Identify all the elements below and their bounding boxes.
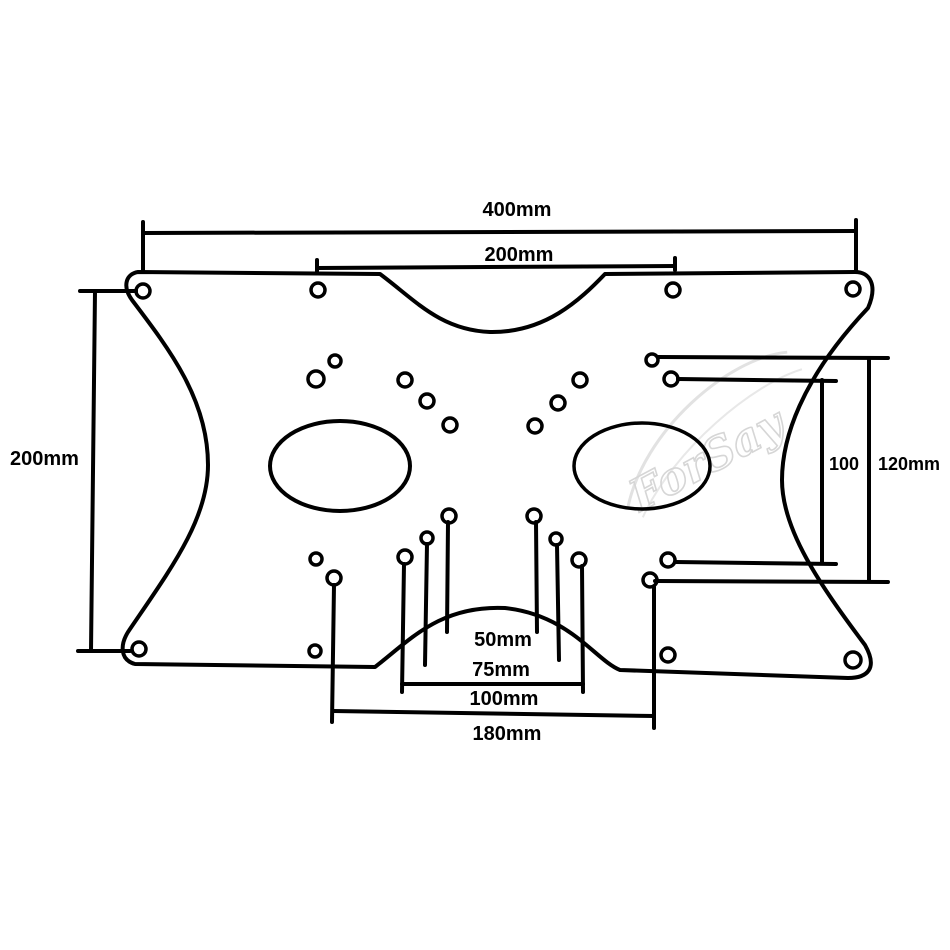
hole [526, 417, 544, 435]
dim-tick [580, 564, 585, 694]
hole [418, 392, 436, 410]
label-200mm-top: 200mm [485, 244, 554, 266]
hole [549, 394, 567, 412]
hole [570, 551, 588, 569]
right-oval-cutout [572, 421, 712, 511]
hole [664, 281, 682, 299]
hole [548, 531, 564, 547]
dim-tick [673, 560, 838, 566]
hole [307, 643, 323, 659]
label-200mm-left: 200mm [10, 448, 79, 470]
dim-tick [423, 542, 429, 667]
hole [327, 353, 343, 369]
dim-line-200-left [89, 289, 97, 653]
dim-line-180-bottom [331, 709, 656, 718]
dim-tick [676, 377, 838, 383]
hole [396, 548, 414, 566]
hole [309, 281, 327, 299]
hole [844, 280, 862, 298]
dim-tick [445, 520, 450, 634]
label-100-right: 100 [829, 454, 859, 474]
hole [130, 640, 148, 658]
hole [662, 370, 680, 388]
plate-outline [120, 270, 875, 680]
watermark: ForSay [619, 350, 803, 523]
hole [306, 369, 326, 389]
label-120mm-right: 120mm [878, 454, 940, 474]
hole [644, 352, 660, 368]
dimension-lines [76, 218, 890, 730]
dim-tick [653, 579, 890, 584]
dim-tick [534, 520, 539, 634]
hole [659, 551, 677, 569]
hole [525, 507, 543, 525]
dim-tick [656, 355, 890, 360]
label-50mm: 50mm [474, 629, 532, 651]
label-400mm: 400mm [483, 199, 552, 221]
dim-line-200-top [315, 264, 677, 270]
left-oval-cutout [268, 419, 412, 513]
mounting-holes [130, 280, 863, 670]
label-100mm-bottom: 100mm [470, 688, 539, 710]
hole [843, 650, 863, 670]
label-180mm: 180mm [473, 723, 542, 745]
dim-tick [555, 543, 561, 662]
dim-line-400-top [141, 229, 858, 235]
hole [134, 282, 152, 300]
hole [441, 416, 459, 434]
dim-tick [330, 583, 336, 724]
hole [308, 551, 324, 567]
label-75mm: 75mm [472, 659, 530, 681]
dim-tick [400, 562, 406, 694]
hole [659, 646, 677, 664]
hole [325, 569, 343, 587]
hole [571, 371, 589, 389]
hole [396, 371, 414, 389]
